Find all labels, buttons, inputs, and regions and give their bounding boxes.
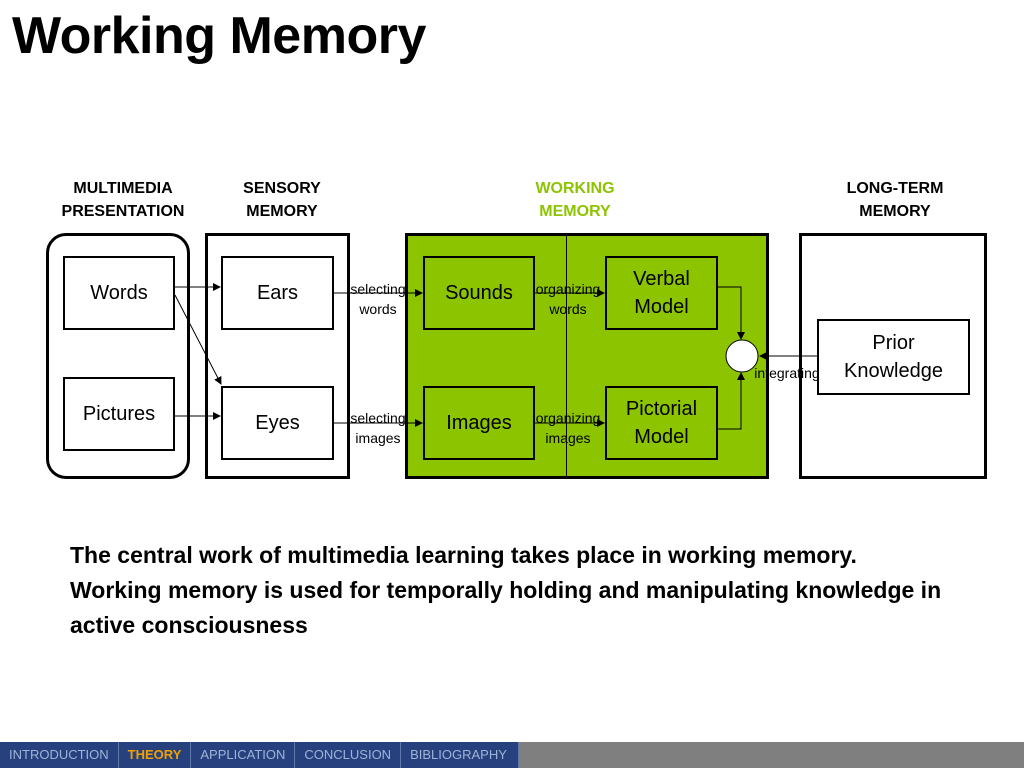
label-selecting-words: selecting words xyxy=(350,281,406,317)
arrow-words-eyes xyxy=(174,294,222,385)
nav-conclusion[interactable]: CONCLUSION xyxy=(295,742,402,768)
nav-tabs: INTRODUCTION THEORY APPLICATION CONCLUSI… xyxy=(0,742,519,768)
heading-long-term-memory: LONG-TERM MEMORY xyxy=(846,180,944,220)
nav-bibliography[interactable]: BIBLIOGRAPHY xyxy=(401,742,519,768)
arrow-verbal-integrate xyxy=(718,286,745,340)
verbal-model-box: Verbal Model xyxy=(605,256,718,330)
label-integrating: integrating xyxy=(754,365,820,381)
sounds-box: Sounds xyxy=(423,256,535,330)
ears-box: Ears xyxy=(221,256,334,330)
prior-knowledge-box: Prior Knowledge xyxy=(817,319,970,395)
label-selecting-images: selecting images xyxy=(350,410,406,446)
heading-working-memory: WORKING MEMORY xyxy=(535,180,615,220)
arrow-pictorial-integrate xyxy=(718,372,745,430)
heading-sensory-memory: SENSORY MEMORY xyxy=(243,180,321,220)
words-box: Words xyxy=(63,256,175,330)
images-box: Images xyxy=(423,386,535,460)
label-organizing-images: organizing images xyxy=(535,410,601,446)
label-organizing-words: organizing words xyxy=(535,281,601,317)
slide-title: Working Memory xyxy=(12,7,426,65)
pictures-box: Pictures xyxy=(63,377,175,451)
nav-theory[interactable]: THEORY xyxy=(119,742,192,768)
integration-node xyxy=(725,339,759,373)
heading-multimedia-presentation: MULTIMEDIA PRESENTATION xyxy=(61,180,185,220)
body-text: The central work of multimedia learning … xyxy=(70,542,942,638)
eyes-box: Eyes xyxy=(221,386,334,460)
pictorial-model-box: Pictorial Model xyxy=(605,386,718,460)
nav-introduction[interactable]: INTRODUCTION xyxy=(0,742,119,768)
nav-application[interactable]: APPLICATION xyxy=(191,742,296,768)
working-memory-divider xyxy=(566,236,567,476)
bottom-nav-bar: INTRODUCTION THEORY APPLICATION CONCLUSI… xyxy=(0,742,1024,768)
